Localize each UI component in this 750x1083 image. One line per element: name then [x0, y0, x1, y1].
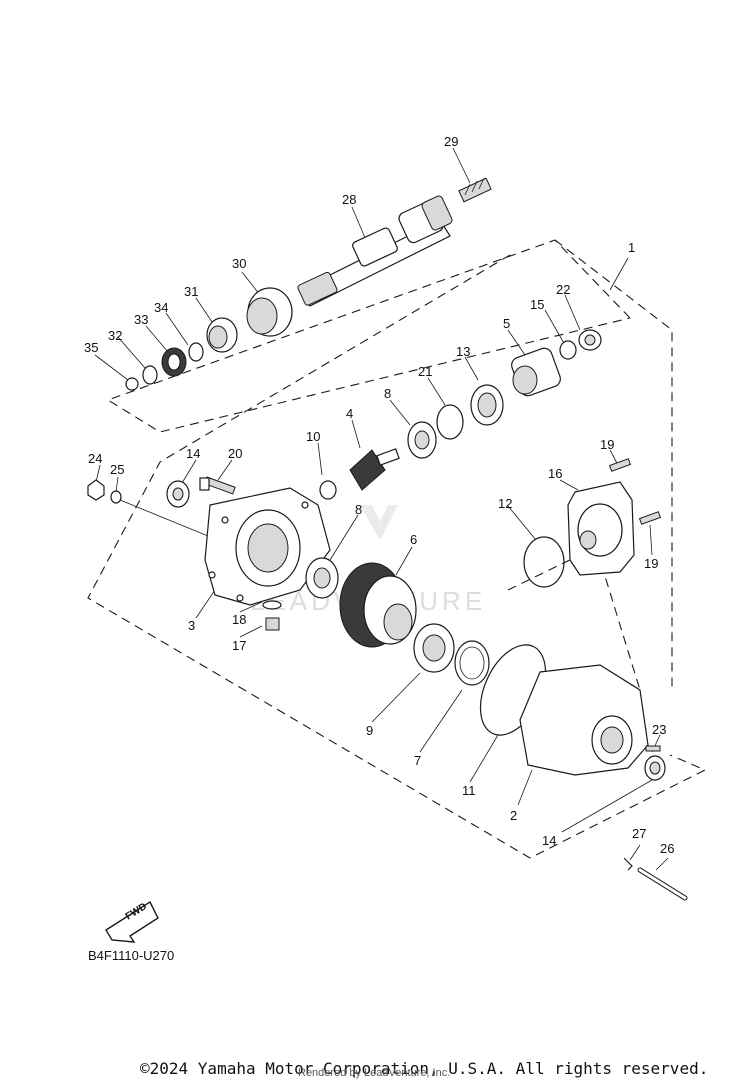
- callout-17: 17: [232, 638, 246, 653]
- spring-part-29: [458, 177, 492, 203]
- washer-part-18: [262, 600, 282, 610]
- callout-9: 9: [366, 723, 373, 738]
- callout-19-upper: 19: [600, 437, 614, 452]
- rendered-by-notice: Rendered by LeadVenture, Inc.: [298, 1067, 451, 1079]
- callout-1: 1: [628, 240, 635, 255]
- callout-3: 3: [188, 618, 195, 633]
- callout-8-lower: 8: [355, 502, 362, 517]
- seal-part-14-upper: [166, 480, 190, 508]
- yoke-part-5: [511, 347, 561, 397]
- bolt-part-19-upper: [608, 458, 632, 472]
- callout-22: 22: [556, 282, 570, 297]
- callout-15: 15: [530, 297, 544, 312]
- callout-13: 13: [456, 344, 470, 359]
- o-ring-part-12: [523, 536, 565, 588]
- callout-27: 27: [632, 826, 646, 841]
- callout-7: 7: [414, 753, 421, 768]
- coupling-part-30: [246, 287, 293, 337]
- bearing-part-31: [206, 317, 238, 353]
- circlip-part-34: [188, 342, 204, 362]
- callout-23: 23: [652, 722, 666, 737]
- oil-seal-part-13: [470, 384, 504, 426]
- collar-part-10: [319, 480, 337, 500]
- callout-14-upper: 14: [186, 446, 200, 461]
- cap-part-35: [125, 377, 139, 391]
- bearing-part-8-upper: [407, 421, 437, 459]
- gear-case-part-2: [519, 664, 649, 776]
- bearing-part-9: [413, 623, 455, 673]
- callout-10: 10: [306, 429, 320, 444]
- callout-labels: 1 2 3 4 5 6 7 8 8 9 10 11 12 13 14 14 15…: [84, 134, 674, 856]
- callout-29: 29: [444, 134, 458, 149]
- pinion-gear-part-4: [349, 448, 400, 491]
- shim-part-7: [454, 640, 490, 686]
- callout-21: 21: [418, 364, 432, 379]
- pinion-assembly: [319, 329, 602, 500]
- callout-14-lower: 14: [542, 833, 556, 848]
- callout-5: 5: [503, 316, 510, 331]
- bolt-part-23: [645, 745, 661, 752]
- callout-6: 6: [410, 532, 417, 547]
- callout-32: 32: [108, 328, 122, 343]
- circlip-part-32: [142, 365, 158, 385]
- clip-part-27: [623, 857, 633, 871]
- drive-shaft-part-28: [297, 195, 453, 307]
- drive-shaft-assembly: [125, 177, 492, 391]
- housing-part-3: [204, 487, 331, 606]
- callout-4: 4: [346, 406, 353, 421]
- gear-case-assembly: [519, 664, 688, 901]
- callout-16: 16: [548, 466, 562, 481]
- needle-bearing-part-33: [161, 347, 187, 377]
- bolt-part-19-lower: [638, 511, 662, 525]
- differential-assembly: [305, 557, 547, 736]
- washer-part-15: [559, 340, 577, 360]
- leader-lines: [94, 147, 669, 871]
- callout-28: 28: [342, 192, 356, 207]
- callout-33: 33: [134, 312, 148, 327]
- cover-part-16: [567, 481, 635, 576]
- ring-gear-part-6: [339, 562, 417, 648]
- bearing-part-8-lower: [305, 557, 339, 599]
- callout-18: 18: [232, 612, 246, 627]
- washer-part-25: [110, 490, 122, 504]
- callout-31: 31: [184, 284, 198, 299]
- callout-34: 34: [154, 300, 168, 315]
- callout-19-lower: 19: [644, 556, 658, 571]
- callout-2: 2: [510, 808, 517, 823]
- nut-part-22: [578, 329, 602, 351]
- cover-assembly: [523, 458, 662, 588]
- callout-8-upper: 8: [384, 386, 391, 401]
- callout-30: 30: [232, 256, 246, 271]
- circlip-part-21: [436, 404, 464, 440]
- callout-26: 26: [660, 841, 674, 856]
- callout-11: 11: [462, 783, 476, 798]
- callout-35: 35: [84, 340, 98, 355]
- diagram-code: B4F1110-U270: [88, 948, 175, 963]
- callout-20: 20: [228, 446, 242, 461]
- housing-hardware: [87, 476, 282, 631]
- drain-plug-part-17: [265, 617, 280, 631]
- fwd-arrow-icon: FWD: [105, 900, 159, 943]
- callout-24: 24: [88, 451, 102, 466]
- bolt-part-20: [199, 476, 236, 495]
- nut-part-24: [87, 479, 105, 501]
- callout-25: 25: [110, 462, 124, 477]
- copyright-notice: ©2024 Yamaha Motor Corporation, U.S.A. A…: [140, 1059, 709, 1078]
- pin-part-26: [637, 867, 688, 901]
- callout-12: 12: [498, 496, 512, 511]
- seal-part-14-lower: [644, 755, 666, 781]
